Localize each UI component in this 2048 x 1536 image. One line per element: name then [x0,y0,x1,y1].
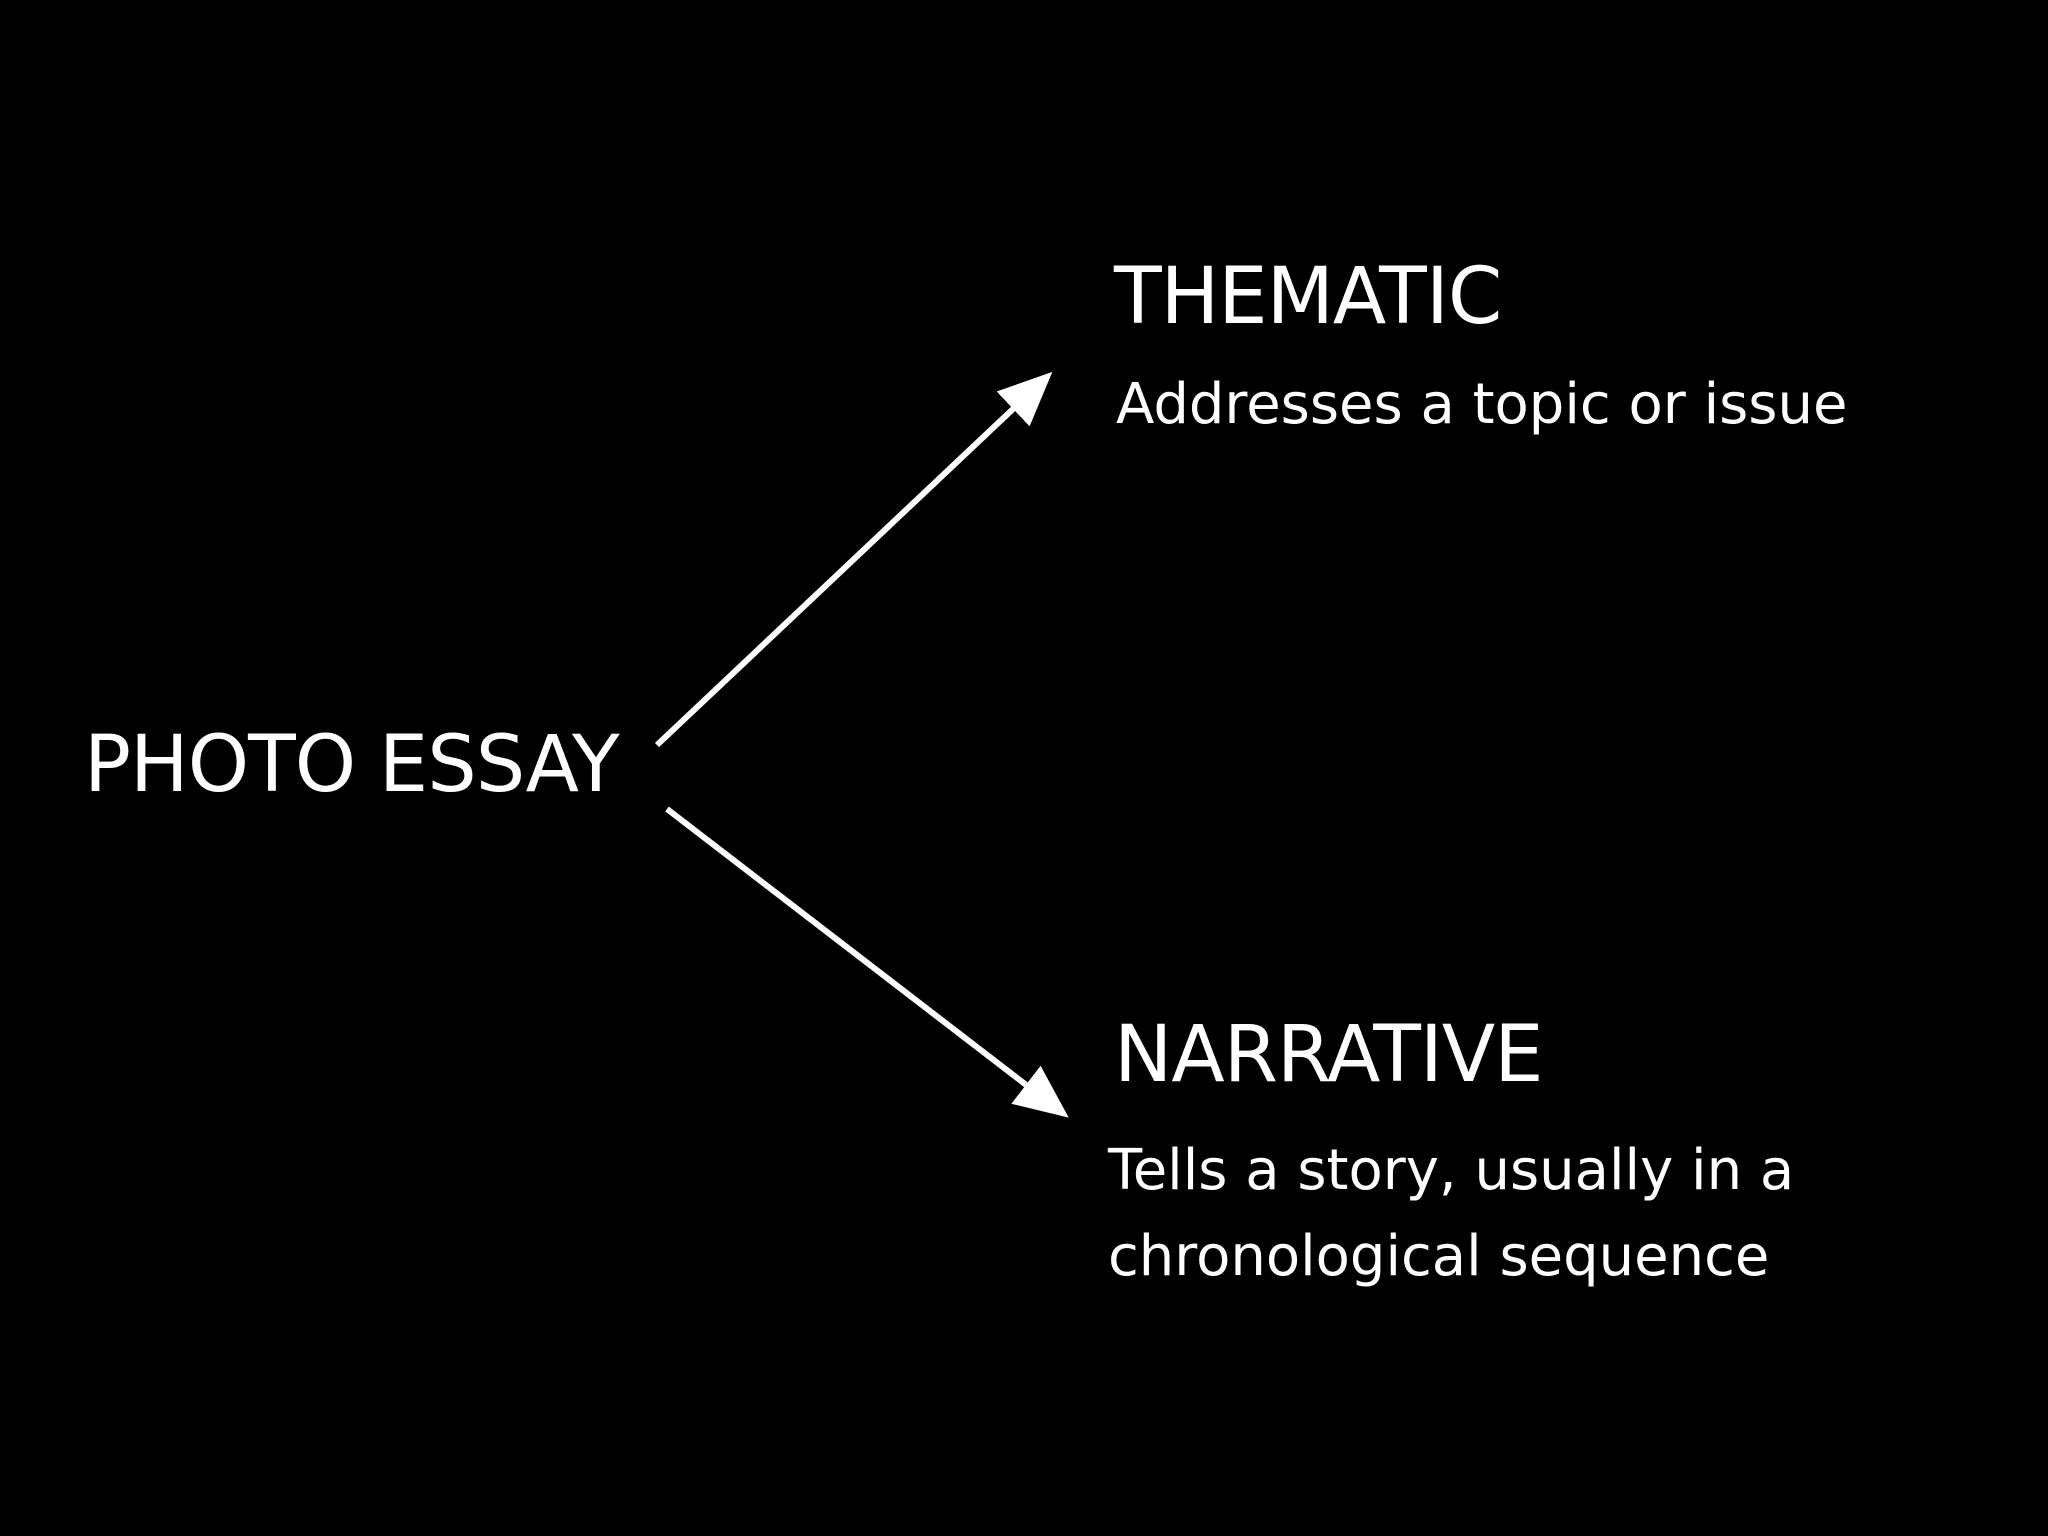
arrow-to-narrative [665,806,1069,1118]
arrow-to-thematic [654,371,1053,748]
narrative-title: NARRATIVE [1114,1010,1544,1100]
root-node-label: PHOTO ESSAY [84,720,620,810]
narrative-description-line-2: chronological sequence [1108,1224,1770,1289]
narrative-description-line-1: Tells a story, usually in a [1108,1138,1795,1203]
narrative-description: Tells a story, usually in a chronologica… [1108,1128,1794,1300]
thematic-description: Addresses a topic or issue [1116,372,1848,437]
thematic-title: THEMATIC [1114,252,1502,342]
